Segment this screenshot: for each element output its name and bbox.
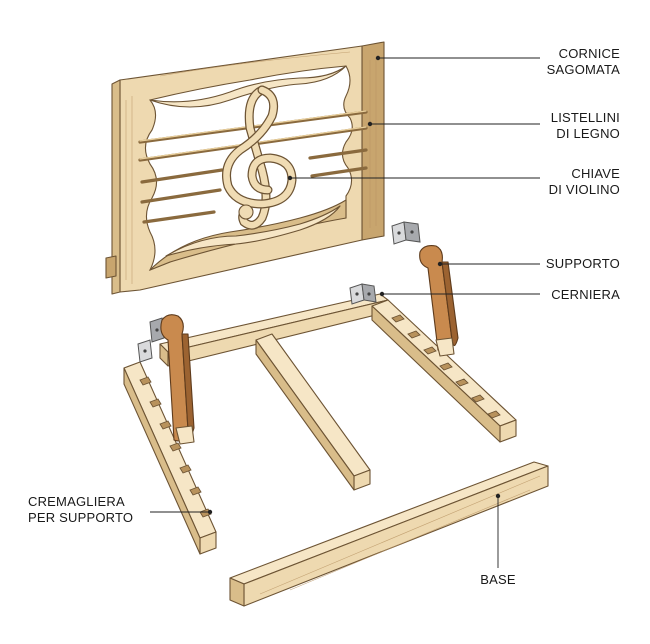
label-cremagliera-line2: PER SUPPORTO	[28, 510, 133, 525]
label-cremagliera-line1: CREMAGLIERA	[28, 494, 125, 509]
base-frame	[123, 293, 549, 607]
hinge-center	[349, 283, 377, 305]
label-listellini-line2: DI LEGNO	[556, 126, 620, 141]
treble-clef	[222, 85, 297, 230]
leader-lines	[150, 55, 540, 568]
label-listellini-line1: LISTELLINI	[551, 110, 620, 125]
support-right	[419, 245, 459, 357]
label-cornice-line1: CORNICE	[559, 46, 620, 61]
label-cerniera: CERNIERA	[551, 287, 620, 302]
label-supporto: SUPPORTO	[546, 256, 620, 271]
shaped-frame	[105, 41, 385, 295]
label-base: BASE	[480, 572, 516, 587]
support-left	[160, 314, 195, 445]
label-cornice-line2: SAGOMATA	[547, 62, 620, 77]
label-chiave-line1: CHIAVE	[571, 166, 620, 181]
hinge-right	[391, 221, 421, 245]
hinge-left	[137, 317, 165, 363]
label-chiave-line2: DI VIOLINO	[549, 182, 620, 197]
